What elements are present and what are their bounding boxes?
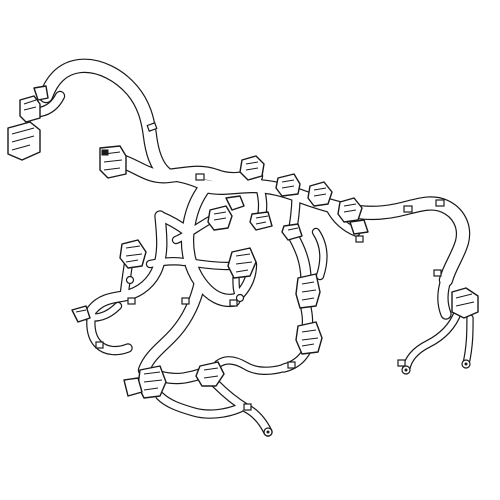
connector-lower-left-2 xyxy=(123,377,143,397)
ground-terminals xyxy=(125,275,471,437)
harness-branch xyxy=(215,357,287,374)
harness-branch xyxy=(313,229,327,279)
connector-lower-center xyxy=(195,361,225,387)
connector-top-center-2 xyxy=(275,173,301,197)
clip-12 xyxy=(397,359,406,367)
connector-right-side xyxy=(451,287,479,319)
clip-3 xyxy=(403,205,413,213)
connector-lower-left-1 xyxy=(137,365,167,399)
harness-wires xyxy=(34,58,474,437)
connector-top-right xyxy=(337,197,363,223)
harness-branch xyxy=(438,275,451,319)
clip-6 xyxy=(181,297,190,305)
harness-branch xyxy=(139,277,205,375)
harness-branch xyxy=(40,59,172,180)
harness-branch xyxy=(185,259,231,269)
ring-terminal-5 xyxy=(125,275,135,285)
connector-top-center-3 xyxy=(307,181,333,207)
connector-top-left-large xyxy=(7,85,49,161)
clip-8 xyxy=(287,361,296,369)
ring-terminal-4 xyxy=(235,293,245,303)
harness-branch xyxy=(403,309,461,373)
harness-branch xyxy=(118,156,262,186)
connector-right-lower xyxy=(295,321,323,355)
connector-top-center-1 xyxy=(239,155,265,181)
connector-mid-2 xyxy=(225,195,245,211)
clip-7 xyxy=(229,299,238,307)
harness-branch xyxy=(287,229,311,285)
connector-upper-left xyxy=(99,145,127,179)
harness-branch xyxy=(147,258,187,267)
connector-left-mid xyxy=(119,239,147,269)
connector-far-left xyxy=(71,305,91,323)
harness-connectors xyxy=(7,85,479,399)
clip-13 xyxy=(243,403,252,411)
clip-11 xyxy=(433,269,442,277)
connector-center xyxy=(227,247,257,279)
harness-branch xyxy=(173,217,213,243)
connector-mid-4 xyxy=(281,223,303,241)
harness-branch xyxy=(182,180,240,306)
clip-2 xyxy=(195,173,205,181)
clip-1 xyxy=(146,122,158,132)
clip-10 xyxy=(95,341,104,349)
connector-mid-5 xyxy=(349,219,369,235)
connector-right-upper xyxy=(295,273,321,309)
harness-branch xyxy=(36,92,64,116)
harness-branch xyxy=(87,211,167,315)
connector-mid-1 xyxy=(207,205,233,231)
clip-9 xyxy=(127,297,136,305)
retaining-clips xyxy=(95,122,445,411)
clip-5 xyxy=(355,235,364,243)
harness-branch xyxy=(156,392,244,418)
connector-mid-3 xyxy=(249,211,273,231)
clip-4 xyxy=(435,199,445,207)
